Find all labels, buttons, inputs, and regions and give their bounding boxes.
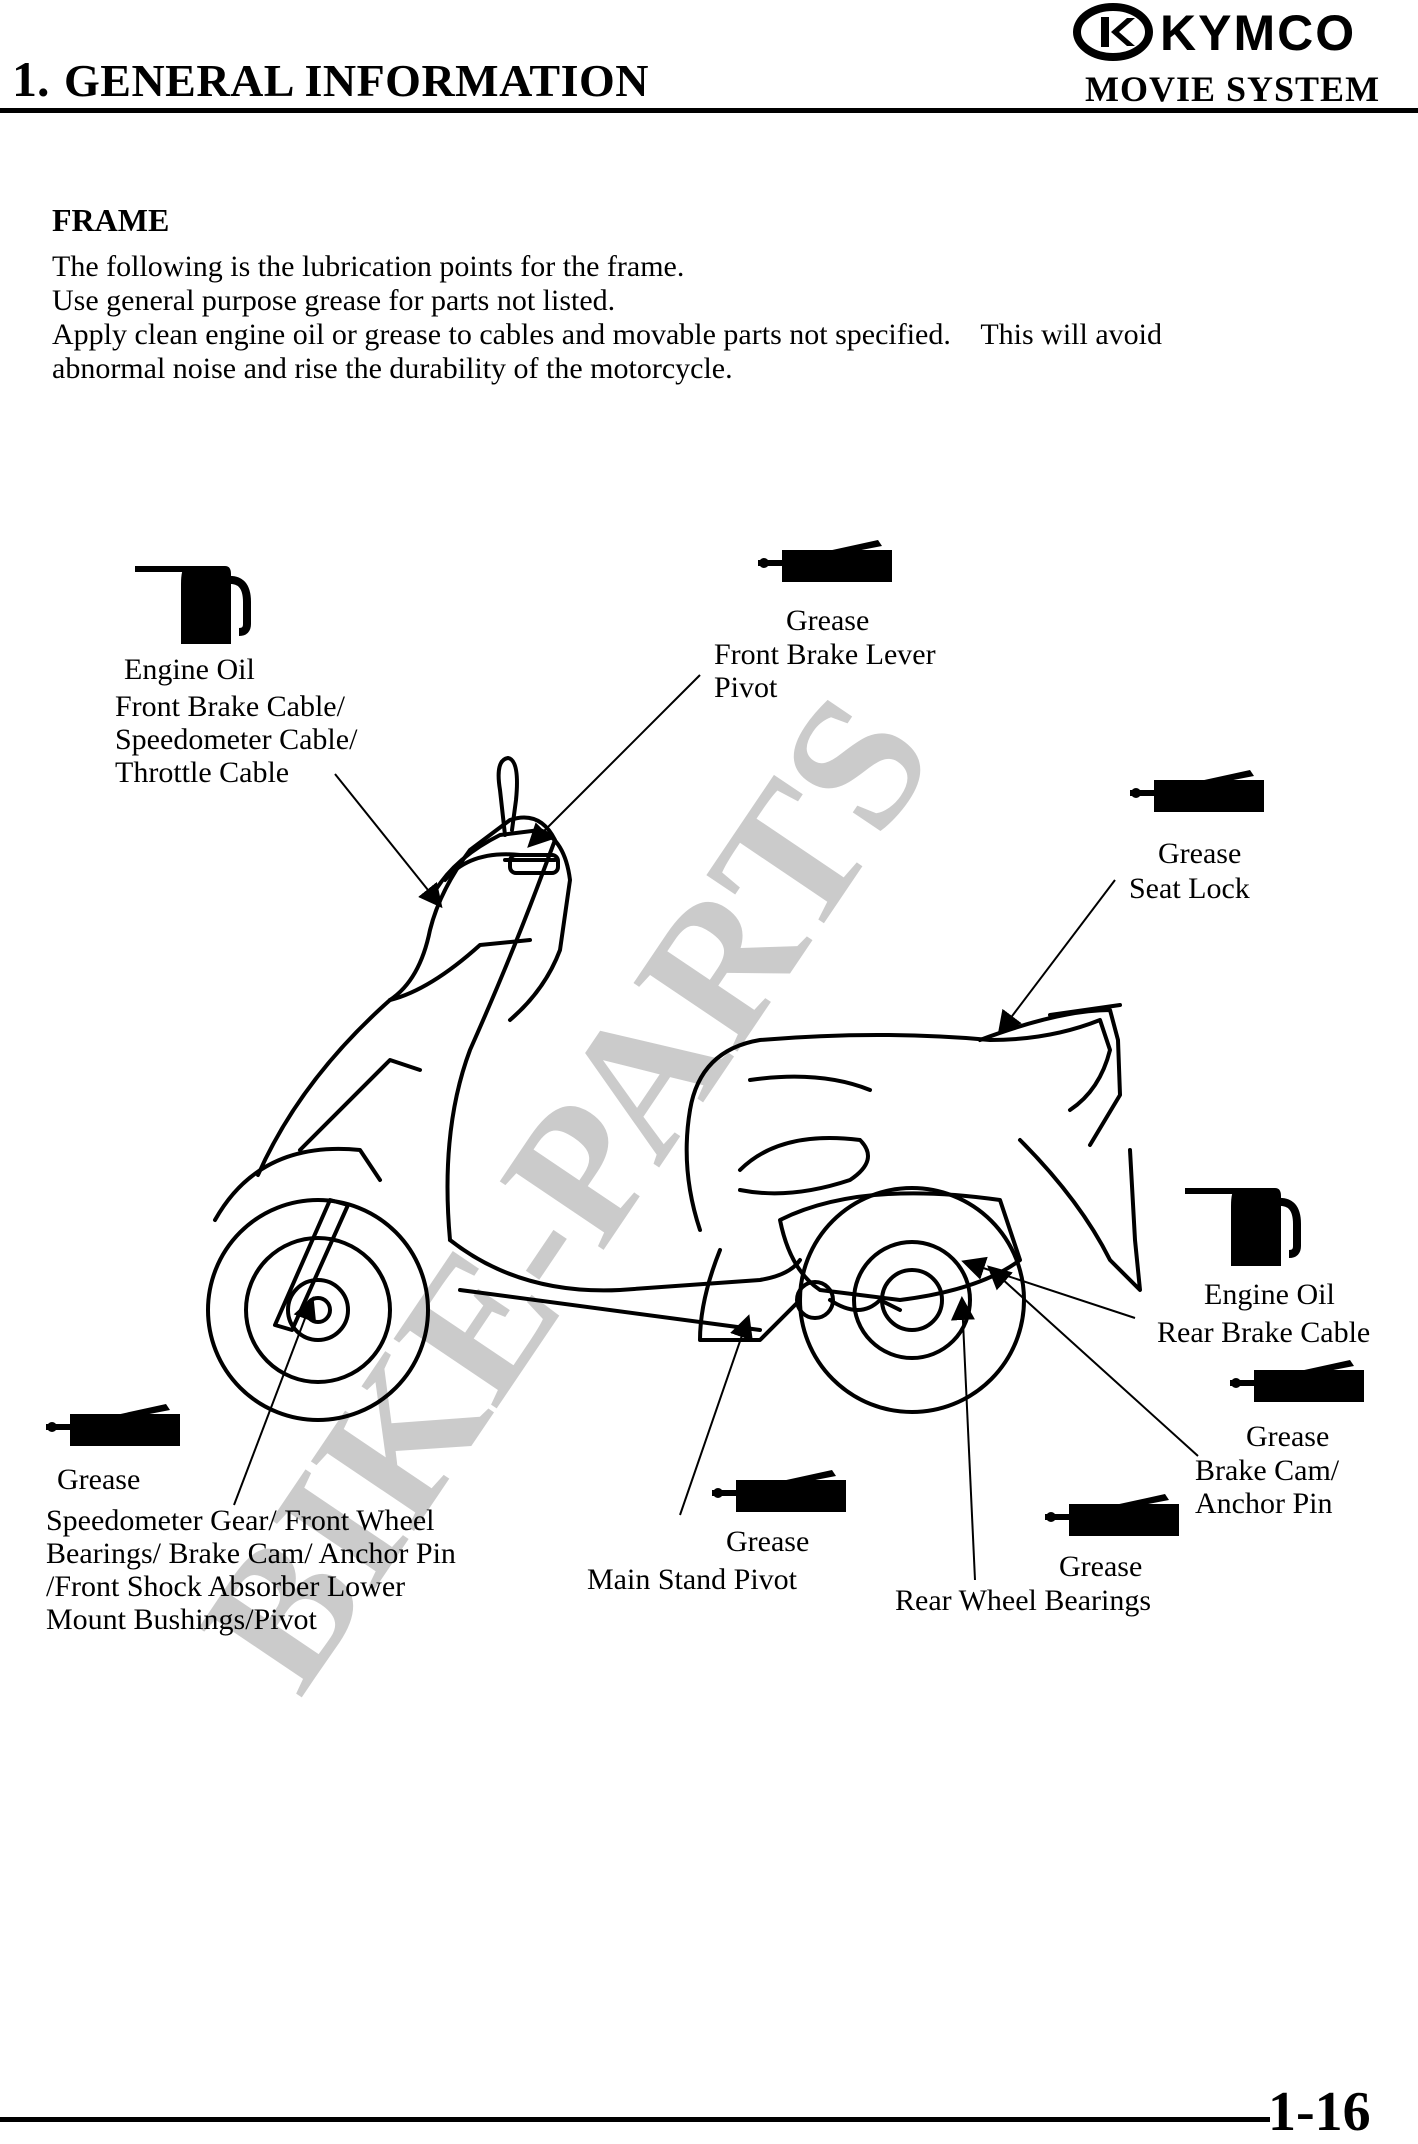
grease-gun-icon — [1230, 1360, 1364, 1402]
rear-cam-label: Brake Cam/ Anchor Pin — [1195, 1454, 1340, 1520]
grease-gun-icon — [712, 1470, 846, 1512]
front-cables-label: Front Brake Cable/ Speedometer Cable/ Th… — [115, 690, 358, 789]
front-lever-type: Grease — [786, 604, 870, 637]
grease-gun-icon — [758, 540, 892, 582]
intro-line-4: abnormal noise and rise the durability o… — [52, 352, 733, 385]
front-cables-type: Engine Oil — [124, 653, 255, 686]
intro-line-1: The following is the lubrication points … — [52, 250, 685, 283]
oil-can-icon — [135, 566, 247, 644]
seat-lock-label: Seat Lock — [1129, 872, 1250, 905]
system-name: MOVIE SYSTEM — [1085, 69, 1381, 109]
chapter-number: 1. — [12, 51, 50, 107]
brand-name: KYMCO — [1160, 5, 1357, 61]
page-number: 1-16 — [1268, 2081, 1371, 2143]
rear-cam-type: Grease — [1246, 1420, 1330, 1453]
intro-line-3: Apply clean engine oil or grease to cabl… — [52, 318, 1162, 351]
grease-gun-icon — [46, 1404, 180, 1446]
leader-lines — [233, 674, 1199, 1581]
rear-wheel-type: Grease — [1059, 1550, 1143, 1583]
rear-cable-label: Rear Brake Cable — [1157, 1316, 1371, 1349]
intro-line-2: Use general purpose grease for parts not… — [52, 284, 616, 317]
front-wheel-type: Grease — [57, 1463, 141, 1496]
front-lever-label: Front Brake Lever Pivot — [714, 638, 936, 704]
kymco-logo-icon — [1073, 3, 1153, 61]
front-wheel-label: Speedometer Gear/ Front Wheel Bearings/ … — [46, 1504, 456, 1636]
footer-rule — [0, 2117, 1270, 2122]
header-rule — [0, 108, 1418, 113]
section-title: FRAME — [52, 202, 170, 238]
chapter-title: GENERAL INFORMATION — [64, 55, 649, 106]
main-stand-type: Grease — [726, 1525, 810, 1558]
oil-can-icon — [1185, 1188, 1297, 1266]
rear-wheel-label: Rear Wheel Bearings — [895, 1584, 1152, 1617]
grease-gun-icon — [1045, 1494, 1179, 1536]
seat-lock-type: Grease — [1158, 837, 1242, 870]
rear-cable-type: Engine Oil — [1204, 1278, 1335, 1311]
grease-gun-icon — [1130, 770, 1264, 812]
main-stand-label: Main Stand Pivot — [587, 1563, 798, 1596]
